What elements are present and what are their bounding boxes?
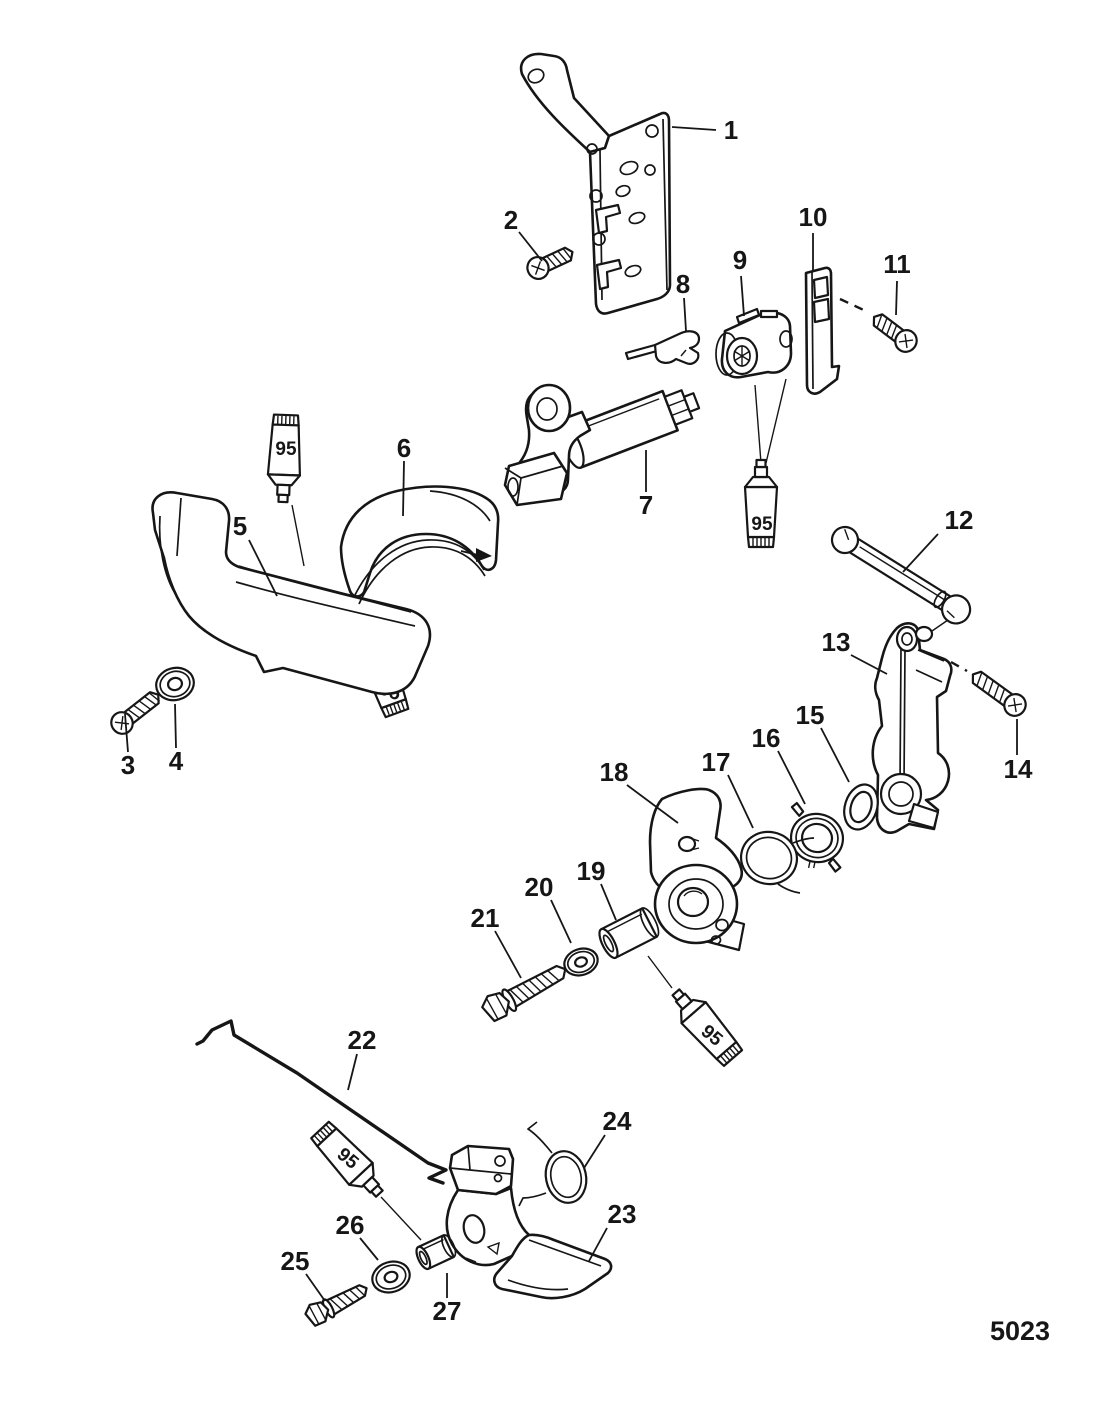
- part-22-link-wire: [195, 1019, 448, 1185]
- callout-3: 3: [121, 750, 135, 780]
- callout-numbers: 1 2 3 4 5 6 7 8 9 10 11 12 13 14 15 16 1…: [121, 115, 1033, 1326]
- part-10-retainer-plate: [804, 266, 841, 395]
- lubricant-tube-5: 95: [307, 1117, 422, 1241]
- callout-16: 16: [752, 723, 781, 753]
- callout-23: 23: [608, 1199, 637, 1229]
- part-3-screw: [110, 691, 161, 735]
- callout-1: 1: [724, 115, 738, 145]
- part-13-shift-bracket: [871, 622, 953, 834]
- part-25-bolt: [304, 1284, 368, 1327]
- part-26-washer: [371, 1260, 411, 1294]
- assembly-line-10-11: [839, 297, 869, 314]
- part-4-washer: [155, 666, 195, 702]
- callout-21: 21: [471, 903, 500, 933]
- callout-5: 5: [233, 511, 247, 541]
- lubricant-tube-1: 95: [265, 413, 305, 567]
- part-8-latch-lever: [624, 330, 701, 365]
- callout-6: 6: [397, 433, 411, 463]
- lubricant-tube-4: 95: [647, 955, 747, 1070]
- lubricant-tube-2-label: 95: [751, 514, 773, 535]
- part-18-cam-bracket: [648, 787, 746, 952]
- part-17-spring-ring: [739, 830, 815, 894]
- assembly-line-13-14: [950, 660, 968, 673]
- callout-26: 26: [336, 1210, 365, 1240]
- part-14-screw: [971, 670, 1027, 717]
- part-2-screw: [526, 246, 574, 281]
- callout-2: 2: [504, 205, 518, 235]
- callout-19: 19: [577, 856, 606, 886]
- part-1-mounting-bracket: [519, 52, 672, 315]
- callout-4: 4: [169, 746, 184, 776]
- drawing-number: 5023: [990, 1316, 1050, 1346]
- callout-18: 18: [600, 757, 629, 787]
- callout-14: 14: [1004, 754, 1033, 784]
- callout-12: 12: [945, 505, 974, 535]
- callout-24: 24: [603, 1106, 632, 1136]
- part-27-bushing: [415, 1234, 457, 1271]
- part-21-bolt: [481, 964, 567, 1023]
- callout-15: 15: [796, 700, 825, 730]
- callout-25: 25: [281, 1246, 310, 1276]
- part-7-cylinder-link: [503, 383, 701, 507]
- part-9-swivel-housing: [715, 307, 793, 464]
- part-19-bushing: [598, 907, 660, 960]
- part-24-spring-clip: [518, 1121, 588, 1207]
- callout-13: 13: [822, 627, 851, 657]
- callout-11: 11: [883, 249, 911, 279]
- part-23-shift-lever: [445, 1144, 613, 1300]
- part-5-throttle-lever: [151, 491, 432, 696]
- lubricant-tube-1-label: 95: [275, 439, 297, 460]
- callout-8: 8: [676, 269, 690, 299]
- callout-7: 7: [639, 490, 653, 520]
- lubricant-tube-2: 95: [743, 458, 779, 549]
- part-16-retainer-ring: [789, 801, 845, 873]
- part-11-screw: [872, 313, 918, 353]
- part-20-washer: [563, 947, 599, 977]
- callout-27: 27: [433, 1296, 462, 1326]
- part-15-washer-ring: [843, 783, 879, 831]
- callout-20: 20: [525, 872, 554, 902]
- callout-9: 9: [733, 245, 747, 275]
- callout-22: 22: [348, 1025, 377, 1055]
- callout-17: 17: [702, 747, 731, 777]
- part-12-link-rod: [830, 525, 972, 632]
- leader-lines: [124, 126, 1018, 1302]
- part-6-lever-cover: [339, 485, 500, 605]
- callout-10: 10: [799, 202, 828, 232]
